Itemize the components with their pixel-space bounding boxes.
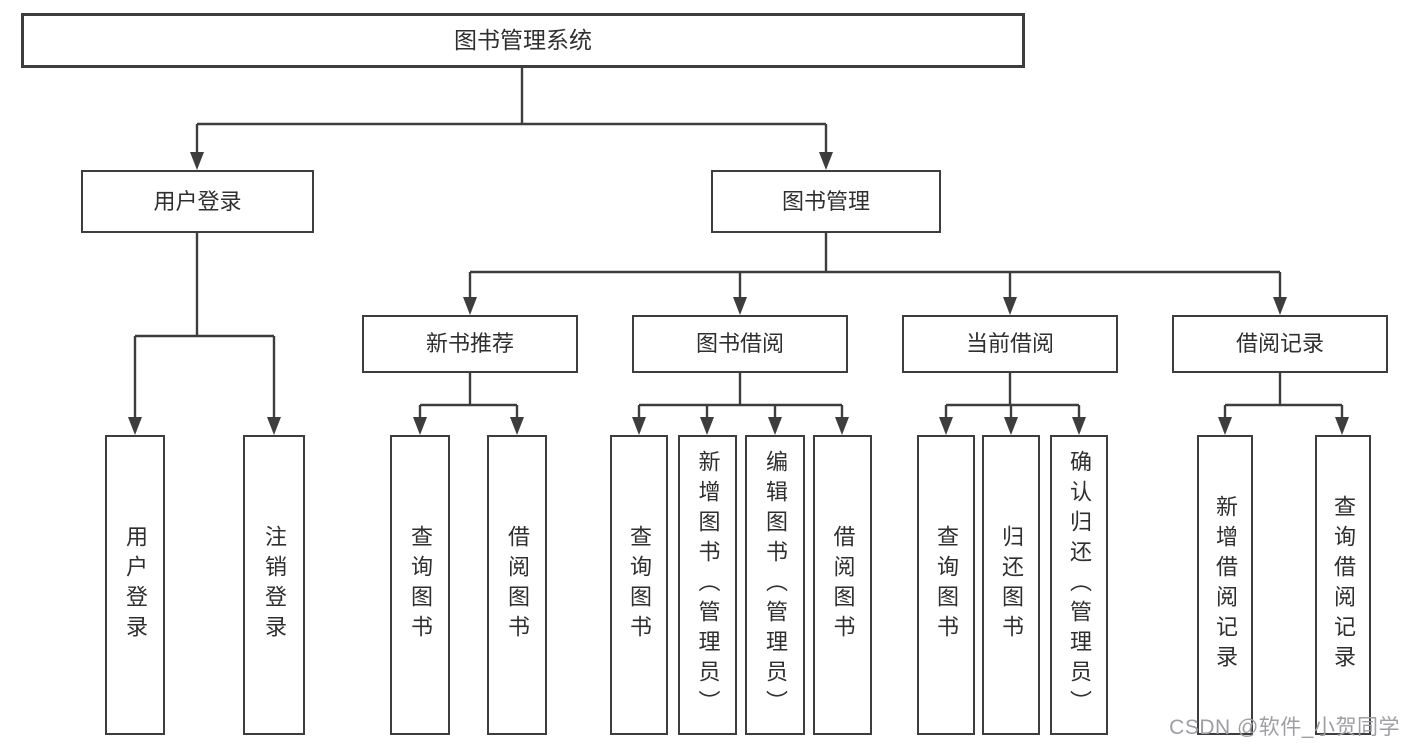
arrow-down-icon xyxy=(939,417,953,435)
node-label: 用户登录 xyxy=(153,188,242,214)
arrow-down-icon xyxy=(1335,417,1349,435)
leaf-query-books-recommend: 查询图书 xyxy=(390,435,450,735)
node-label: 借阅图书 xyxy=(505,525,530,645)
leaf-borrow-books: 借阅图书 xyxy=(813,435,872,735)
node-current-borrow: 当前借阅 xyxy=(902,315,1118,373)
node-label: 归还图书 xyxy=(999,525,1024,645)
arrow-down-icon xyxy=(768,417,782,435)
node-label: 注销登录 xyxy=(262,525,287,645)
leaf-query-borrow-record: 查询借阅记录 xyxy=(1315,435,1371,735)
node-label: 用户登录 xyxy=(123,525,148,645)
csdn-watermark: CSDN @软件_小贺同学 xyxy=(1169,716,1400,739)
arrow-down-icon xyxy=(835,417,849,435)
leaf-confirm-return-admin: 确认归还（管理员） xyxy=(1050,435,1108,735)
connector-book-management-children xyxy=(463,233,1287,315)
node-label: 确认归还（管理员） xyxy=(1067,450,1092,720)
leaf-edit-book-admin: 编辑图书（管理员） xyxy=(745,435,805,735)
node-book-borrow: 图书借阅 xyxy=(632,315,848,373)
arrow-down-icon xyxy=(819,152,833,170)
node-label: 查询借阅记录 xyxy=(1331,495,1356,675)
leaf-return-book: 归还图书 xyxy=(982,435,1040,735)
node-label: 图书管理系统 xyxy=(454,27,592,53)
arrow-down-icon xyxy=(510,417,524,435)
node-label: 查询图书 xyxy=(934,525,959,645)
node-book-management: 图书管理 xyxy=(711,170,941,233)
arrow-down-icon xyxy=(700,417,714,435)
node-label: 当前借阅 xyxy=(965,331,1054,356)
node-label: 借阅图书 xyxy=(830,525,856,645)
arrow-down-icon xyxy=(632,417,646,435)
leaf-add-book-admin: 新增图书（管理员） xyxy=(678,435,737,735)
node-label: 编辑图书（管理员） xyxy=(763,450,788,720)
leaf-query-books-current: 查询图书 xyxy=(917,435,975,735)
node-label: 查询图书 xyxy=(408,525,433,645)
node-label: 图书借阅 xyxy=(695,331,784,356)
arrow-down-icon xyxy=(1218,417,1232,435)
connector-root-to-level2 xyxy=(190,68,833,170)
arrow-down-icon xyxy=(463,297,477,315)
arrow-down-icon xyxy=(1273,297,1287,315)
arrow-down-icon xyxy=(190,152,204,170)
node-label: 新增图书（管理员） xyxy=(695,450,721,720)
arrow-down-icon xyxy=(413,417,427,435)
node-label: 新增借阅记录 xyxy=(1213,495,1238,675)
node-label: 新书推荐 xyxy=(425,331,514,356)
leaf-borrow-books-recommend: 借阅图书 xyxy=(487,435,547,735)
arrow-down-icon xyxy=(1004,417,1018,435)
node-label: 图书管理 xyxy=(781,188,870,214)
arrow-down-icon xyxy=(1003,297,1017,315)
connector-book-borrow-children xyxy=(632,373,849,435)
arrow-down-icon xyxy=(128,417,142,435)
node-new-book-recommend: 新书推荐 xyxy=(362,315,578,373)
node-borrow-records: 借阅记录 xyxy=(1172,315,1388,373)
arrow-down-icon xyxy=(733,297,747,315)
connector-user-login-children xyxy=(128,233,281,435)
node-label: 借阅记录 xyxy=(1235,331,1324,356)
leaf-logout-login: 注销登录 xyxy=(243,435,305,735)
connector-new-book-recommend-children xyxy=(413,373,524,435)
leaf-add-borrow-record: 新增借阅记录 xyxy=(1197,435,1253,735)
node-library-management-system: 图书管理系统 xyxy=(21,13,1025,68)
leaf-query-books-borrow: 查询图书 xyxy=(610,435,668,735)
leaf-user-login: 用户登录 xyxy=(105,435,165,735)
arrow-down-icon xyxy=(1072,417,1086,435)
node-user-login: 用户登录 xyxy=(81,170,314,233)
connector-current-borrow-children xyxy=(939,373,1086,435)
node-label: 查询图书 xyxy=(627,525,652,645)
arrow-down-icon xyxy=(267,417,281,435)
connector-borrow-records-children xyxy=(1218,373,1349,435)
